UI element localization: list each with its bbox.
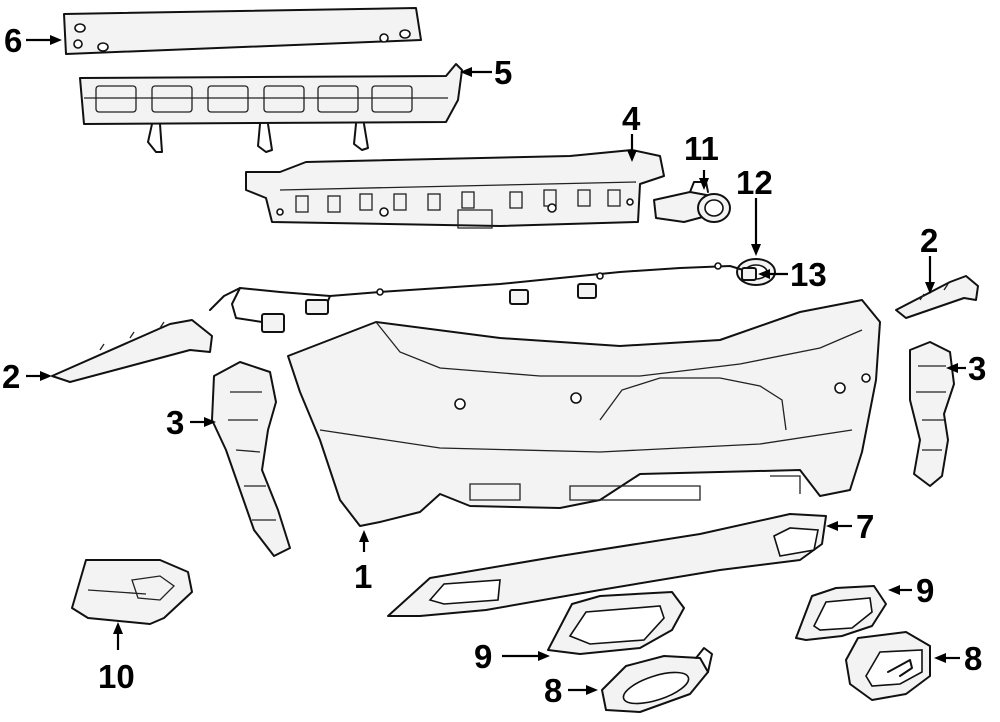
callout-7: 7 (856, 508, 874, 545)
part-5-energy-absorber (79, 63, 463, 153)
callout-2-left: 2 (2, 358, 20, 395)
callout-13: 13 (790, 256, 827, 293)
part-9-right-exhaust-bezel (795, 585, 887, 641)
leader-lines (26, 35, 966, 695)
callout-11: 11 (684, 130, 719, 167)
part-7-lower-valance (387, 513, 827, 617)
callout-3-left: 3 (166, 404, 184, 441)
callout-2-right: 2 (920, 222, 938, 259)
callout-8-left: 8 (544, 672, 562, 709)
callout-8-right: 8 (964, 640, 982, 677)
part-13-wiring-harness (209, 262, 757, 333)
part-2-right-bracket (895, 275, 979, 319)
callout-3-right: 3 (968, 350, 986, 387)
callout-1: 1 (354, 558, 372, 595)
part-1-bumper-cover (287, 299, 881, 527)
callout-5: 5 (494, 54, 512, 91)
callout-12: 12 (736, 164, 773, 201)
part-3-left-side-support (211, 361, 291, 557)
part-8-left-exhaust-tip (601, 647, 713, 713)
part-6-impact-bar (63, 7, 422, 55)
part-8-right-exhaust-tip (845, 631, 931, 701)
part-3-right-side-support (909, 341, 955, 487)
callout-10: 10 (98, 658, 135, 695)
part-11-park-sensor (653, 181, 731, 223)
callout-9-right: 9 (916, 572, 934, 609)
part-9-left-exhaust-bezel (547, 591, 685, 655)
callout-6: 6 (4, 22, 22, 59)
part-10-lower-bracket (71, 559, 193, 625)
part-4-support-bracket (245, 149, 665, 229)
callout-9-left: 9 (474, 638, 492, 675)
part-2-left-bracket (51, 319, 213, 383)
callout-4: 4 (622, 100, 641, 137)
